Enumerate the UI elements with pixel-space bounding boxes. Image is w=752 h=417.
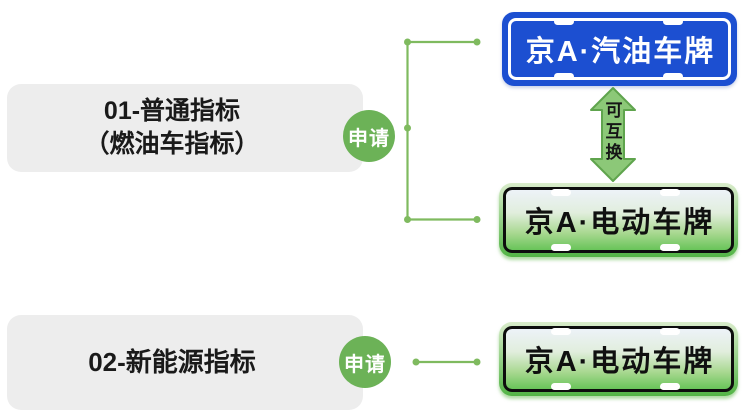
rivet-icon: [551, 383, 571, 390]
plate-electric-label: 京A·电动车牌: [524, 207, 715, 239]
plate-inner-frame: [503, 187, 734, 253]
plate-gasoline-label: 京A·汽油车牌: [525, 36, 716, 68]
rivet-icon: [554, 18, 574, 25]
rivet-icon: [554, 73, 574, 80]
rivet-icon: [663, 18, 683, 25]
rivet-icon: [660, 189, 680, 196]
indicator-box-new-energy: 02-新能源指标: [7, 315, 363, 410]
rivet-icon: [551, 189, 571, 196]
rivet-icon: [660, 244, 680, 251]
plate-gasoline: 京A·汽油车牌: [502, 12, 737, 86]
apply-badge-new-energy: 申请: [339, 336, 391, 388]
plate-inner-frame: [503, 326, 734, 392]
indicator-title-line2: （燃油车指标）: [84, 130, 260, 158]
swap-double-arrow-icon: [590, 87, 636, 182]
plate-electric: 京A·电动车牌: [499, 183, 738, 257]
indicator-box-ordinary: 01-普通指标 （燃油车指标）: [7, 84, 363, 172]
apply-badge-ordinary: 申请: [343, 110, 395, 162]
rivet-icon: [551, 328, 571, 335]
rivet-icon: [551, 244, 571, 251]
rivet-icon: [660, 383, 680, 390]
swap-label: 可互换: [605, 101, 623, 162]
plate-electric-label: 京A·电动车牌: [524, 346, 715, 378]
rivet-icon: [663, 73, 683, 80]
rivet-icon: [660, 328, 680, 335]
plate-inner-frame: [508, 18, 731, 80]
indicator-title-line1: 01-普通指标: [103, 97, 241, 125]
plate-electric: 京A·电动车牌: [499, 322, 738, 396]
indicator-title: 02-新能源指标: [88, 347, 256, 377]
